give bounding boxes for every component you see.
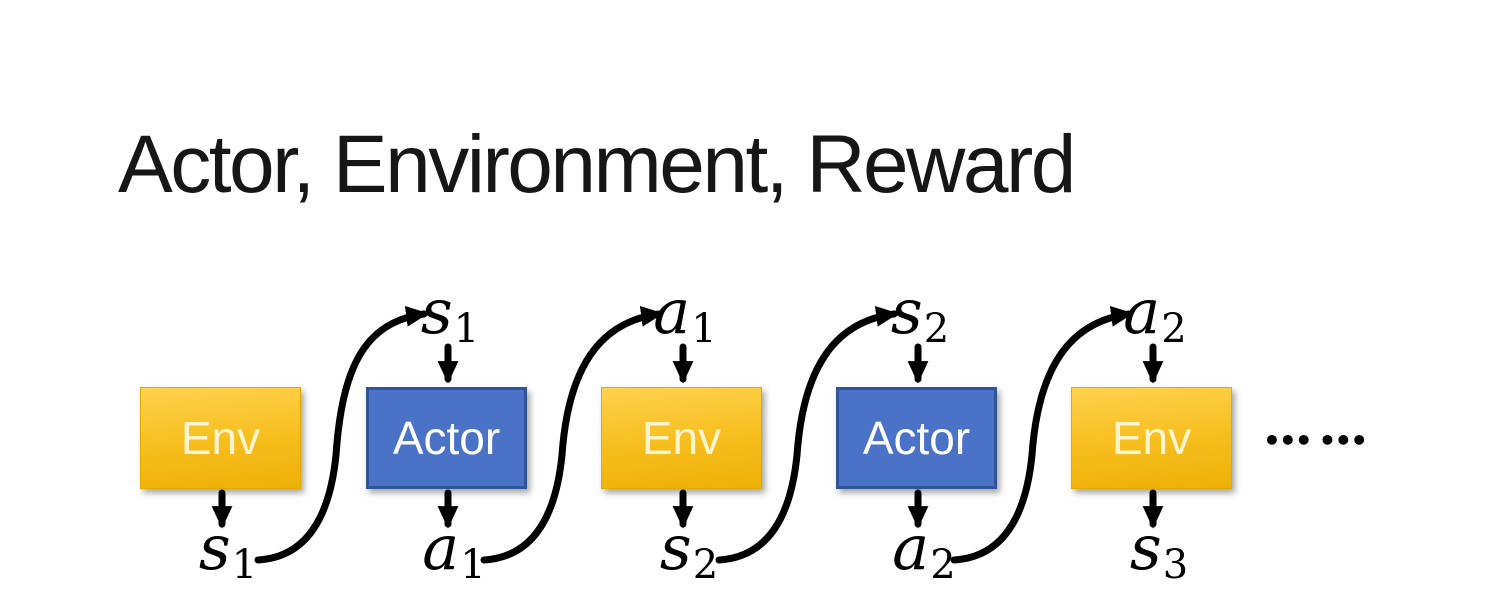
curve-arrow-s2-to-actor2	[715, 306, 899, 564]
label-s1-bottom: s1	[199, 517, 257, 585]
label-base: s	[198, 511, 231, 584]
label-base: s	[890, 275, 923, 348]
curve-arrow-a2-to-env3	[950, 306, 1134, 564]
label-subscript: 2	[692, 541, 719, 588]
label-s3-bottom: s3	[1130, 517, 1188, 585]
label-s2-top: s2	[891, 281, 949, 349]
label-a2-bottom: a2	[892, 517, 955, 585]
label-subscript: 2	[923, 305, 950, 352]
label-s1-top: s1	[421, 281, 479, 349]
label-base: a	[892, 511, 930, 584]
label-subscript: 2	[930, 541, 956, 588]
env-box-3: Env	[1071, 387, 1232, 489]
label-s2-bottom: s2	[660, 517, 718, 585]
continuation-dots-icon: ••• •••	[1263, 424, 1368, 457]
label-base: a	[422, 511, 460, 584]
actor-box-2: Actor	[836, 387, 997, 489]
label-subscript: 1	[691, 305, 717, 352]
curve-arrow-s1-to-actor1	[254, 306, 429, 564]
label-base: a	[653, 275, 691, 348]
slide-title: Actor, Environment, Reward	[118, 119, 1076, 210]
label-base: s	[420, 275, 453, 348]
label-a1-top: a1	[653, 281, 716, 349]
actor-box-1: Actor	[366, 387, 527, 489]
env-box-2: Env	[601, 387, 762, 489]
label-base: s	[659, 511, 692, 584]
label-subscript: 2	[1161, 305, 1187, 352]
label-subscript: 1	[453, 305, 480, 352]
label-a1-bottom: a1	[422, 517, 485, 585]
label-subscript: 1	[231, 541, 258, 588]
label-subscript: 1	[460, 541, 486, 588]
label-subscript: 3	[1162, 541, 1189, 588]
curve-arrow-a1-to-env2	[480, 306, 664, 564]
label-base: s	[1129, 511, 1162, 584]
env-box-1: Env	[140, 387, 301, 489]
label-base: a	[1123, 275, 1161, 348]
label-a2-top: a2	[1123, 281, 1186, 349]
